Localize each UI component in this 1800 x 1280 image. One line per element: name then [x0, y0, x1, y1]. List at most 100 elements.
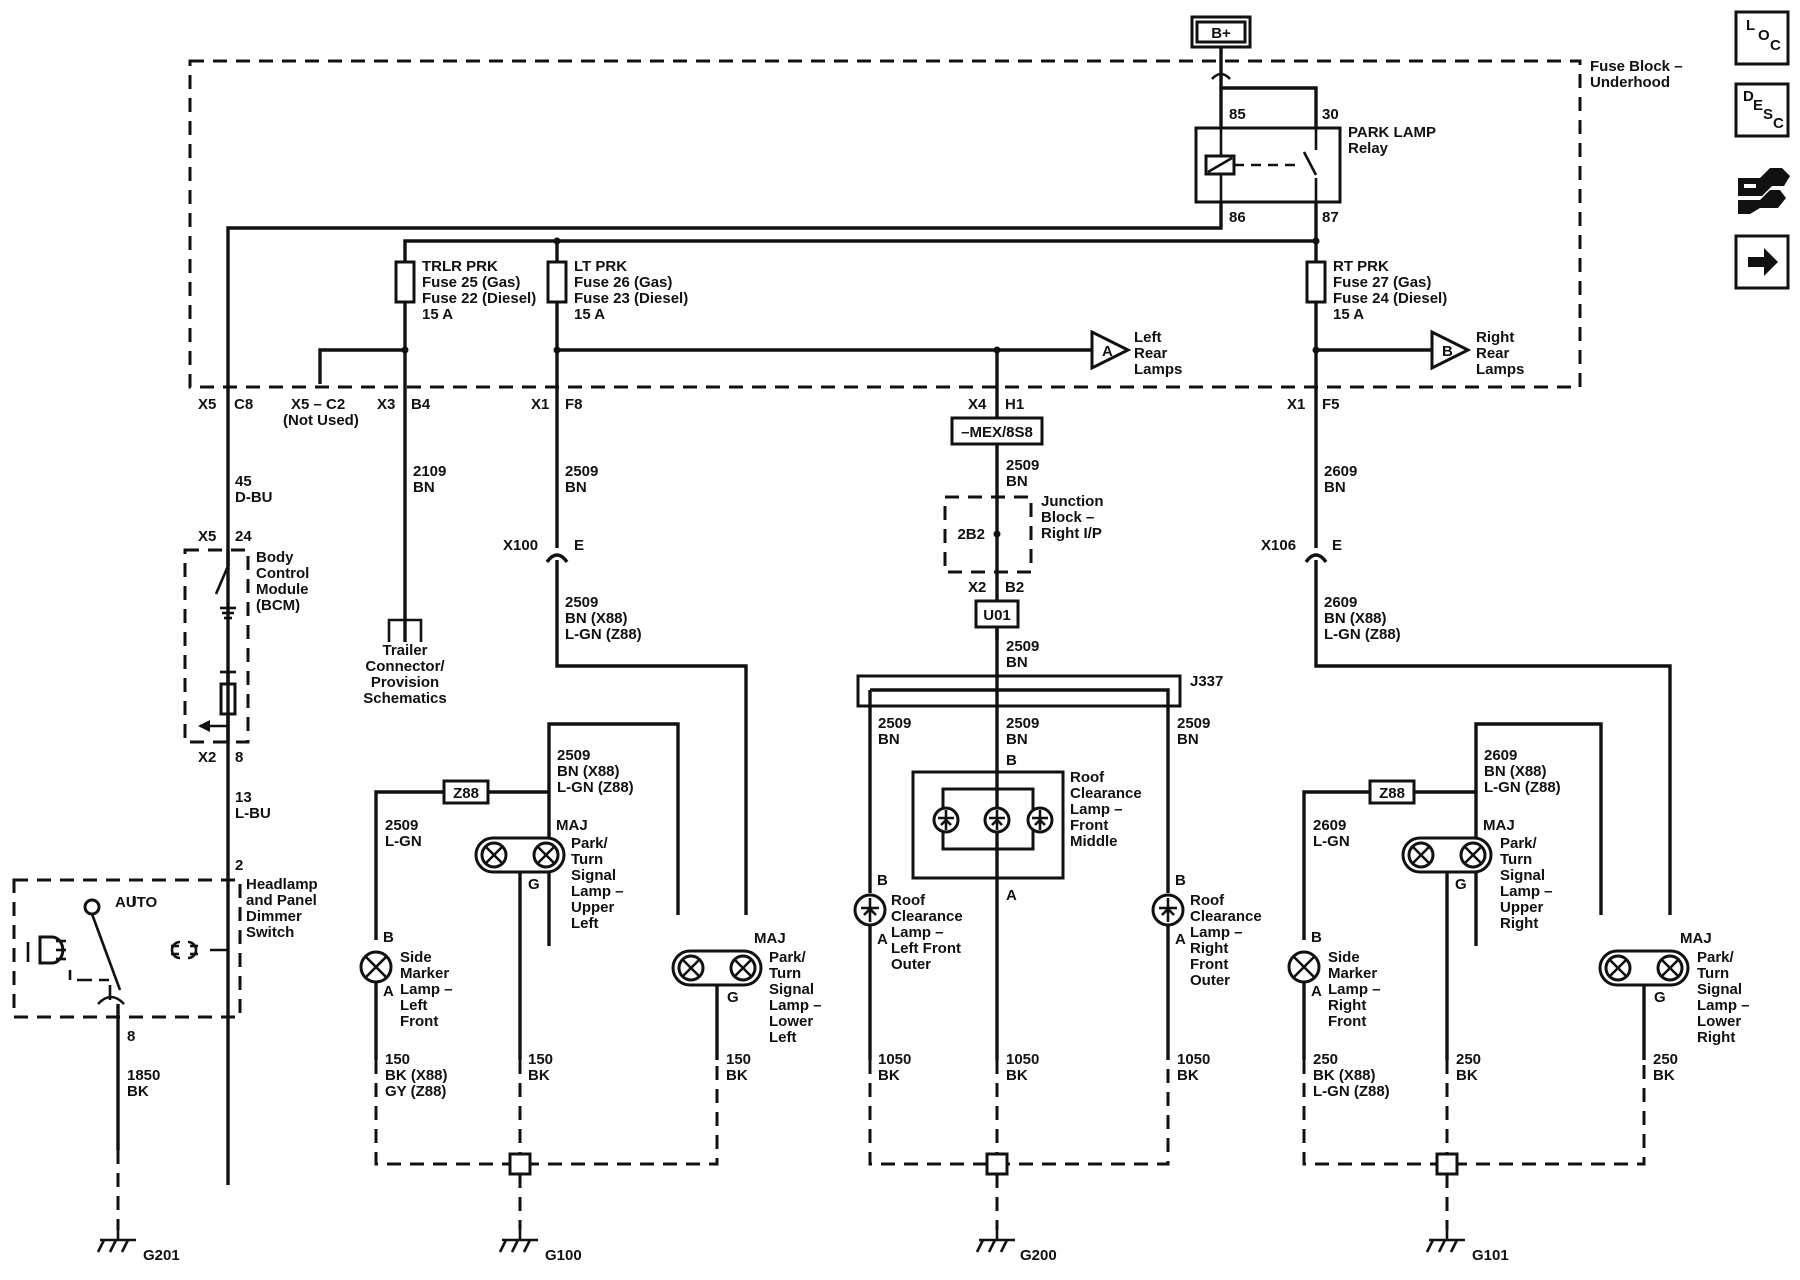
svg-text:A: A [383, 983, 394, 1000]
svg-text:C: C [1773, 115, 1784, 132]
svg-text:Lower: Lower [769, 1013, 813, 1030]
svg-text:Clearance: Clearance [1070, 785, 1142, 802]
svg-text:Roof: Roof [891, 892, 926, 909]
svg-text:D: D [1743, 88, 1754, 105]
svg-text:8: 8 [235, 749, 243, 766]
svg-text:F5: F5 [1322, 396, 1340, 413]
svg-text:B: B [877, 872, 888, 889]
svg-text:B: B [1175, 872, 1186, 889]
next-arrow-icon[interactable] [1734, 234, 1790, 290]
junction-block-right-ip: 2B2 Junction Block – Right I/P [943, 493, 1104, 574]
svg-text:L-BU: L-BU [235, 805, 271, 822]
svg-text:Connector/: Connector/ [365, 658, 445, 675]
svg-text:Body: Body [256, 549, 294, 566]
svg-text:Front: Front [1070, 817, 1108, 834]
connector-end-view-icon[interactable] [1738, 168, 1790, 214]
svg-text:Marker: Marker [400, 965, 449, 982]
fuse-block-label-2: Underhood [1590, 74, 1670, 91]
svg-text:Left: Left [769, 1029, 797, 1046]
svg-text:45: 45 [235, 473, 252, 490]
svg-text:Fuse 27 (Gas): Fuse 27 (Gas) [1333, 274, 1431, 291]
svg-text:A: A [1102, 343, 1113, 360]
relay-pin-85: 85 [1229, 106, 1246, 123]
option-mex-8s8: –MEX/8S8 [961, 424, 1033, 441]
ground-g200-icon [975, 1228, 1017, 1254]
svg-text:Fuse 26 (Gas): Fuse 26 (Gas) [574, 274, 672, 291]
svg-text:BN (X88): BN (X88) [557, 763, 620, 780]
u01-label: U01 [983, 607, 1011, 624]
left-rear-lamps-ref: A Left Rear Lamps [1090, 329, 1182, 378]
svg-text:Clearance: Clearance [1190, 908, 1262, 925]
svg-text:Lamp –: Lamp – [571, 883, 624, 900]
svg-text:2B2: 2B2 [957, 526, 985, 543]
svg-text:BK: BK [1006, 1067, 1028, 1084]
svg-text:Headlamp: Headlamp [246, 876, 318, 893]
location-button[interactable]: L O C [1734, 10, 1790, 66]
svg-text:1850: 1850 [127, 1067, 160, 1084]
svg-text:Park/: Park/ [1697, 949, 1735, 966]
svg-text:Roof: Roof [1190, 892, 1225, 909]
svg-text:Lamp –: Lamp – [400, 981, 453, 998]
svg-text:Schematics: Schematics [363, 690, 446, 707]
svg-text:X2: X2 [198, 749, 216, 766]
side-marker-lamp-right-front: B A Side Marker Lamp – Right Front [1287, 929, 1381, 1030]
svg-text:G: G [1654, 989, 1666, 1006]
svg-text:L-GN (Z88): L-GN (Z88) [565, 626, 642, 643]
svg-text:Rear: Rear [1476, 345, 1510, 362]
svg-text:15 A: 15 A [1333, 306, 1364, 323]
svg-text:BN (X88): BN (X88) [1324, 610, 1387, 627]
svg-text:250: 250 [1653, 1051, 1678, 1068]
svg-text:Upper: Upper [571, 899, 615, 916]
svg-text:X106: X106 [1261, 537, 1296, 554]
svg-text:Rear: Rear [1134, 345, 1168, 362]
svg-text:Fuse 24 (Diesel): Fuse 24 (Diesel) [1333, 290, 1447, 307]
svg-text:B2: B2 [1005, 579, 1024, 596]
svg-text:X5: X5 [198, 528, 216, 545]
svg-text:Lamp –: Lamp – [769, 997, 822, 1014]
svg-text:BN: BN [1006, 473, 1028, 490]
svg-text:G: G [1455, 876, 1467, 893]
svg-text:250: 250 [1313, 1051, 1338, 1068]
svg-text:Middle: Middle [1070, 833, 1118, 850]
roof-clearance-lamp-left-front-outer: B A Roof Clearance Lamp – Left Front Out… [853, 872, 963, 973]
svg-text:L: L [1746, 17, 1755, 34]
description-button[interactable]: D E S C [1734, 82, 1790, 138]
svg-text:L-GN: L-GN [385, 833, 422, 850]
svg-text:2509: 2509 [878, 715, 911, 732]
svg-text:A: A [1006, 887, 1017, 904]
svg-text:Turn: Turn [571, 851, 603, 868]
svg-text:Module: Module [256, 581, 309, 598]
svg-text:E: E [1753, 97, 1763, 114]
svg-text:Park/: Park/ [1500, 835, 1538, 852]
svg-text:X1: X1 [1287, 396, 1305, 413]
svg-text:2509: 2509 [1006, 457, 1039, 474]
svg-text:Switch: Switch [246, 924, 294, 941]
svg-text:X5 – C2: X5 – C2 [291, 396, 345, 413]
svg-text:C: C [1770, 37, 1781, 54]
svg-text:2109: 2109 [413, 463, 446, 480]
svg-text:BK (X88): BK (X88) [385, 1067, 448, 1084]
svg-text:Side: Side [400, 949, 432, 966]
svg-text:BN: BN [565, 479, 587, 496]
svg-text:2509: 2509 [1177, 715, 1210, 732]
body-control-module: Body Control Module (BCM) [183, 548, 309, 744]
svg-text:S: S [1763, 106, 1773, 123]
svg-text:X3: X3 [377, 396, 395, 413]
svg-text:Lamp –: Lamp – [1190, 924, 1243, 941]
svg-text:L-GN: L-GN [1313, 833, 1350, 850]
svg-text:Lower: Lower [1697, 1013, 1741, 1030]
svg-text:C8: C8 [234, 396, 253, 413]
svg-text:150: 150 [385, 1051, 410, 1068]
ground-g101-icon [1425, 1228, 1467, 1254]
svg-text:Front: Front [1328, 1013, 1366, 1030]
ground-g201-icon [96, 1228, 138, 1254]
svg-text:A: A [1311, 983, 1322, 1000]
switch-auto-label: AUTO [115, 894, 158, 911]
fuse-block-underhood: Fuse Block – Underhood [188, 58, 1683, 389]
b-plus-label: B+ [1211, 25, 1231, 42]
svg-text:BK: BK [878, 1067, 900, 1084]
svg-text:BN: BN [1006, 654, 1028, 671]
svg-text:L-GN (Z88): L-GN (Z88) [1484, 779, 1561, 796]
side-marker-lamp-left-front: B A Side Marker Lamp – Left Front [359, 929, 453, 1030]
svg-text:L-GN (Z88): L-GN (Z88) [1324, 626, 1401, 643]
